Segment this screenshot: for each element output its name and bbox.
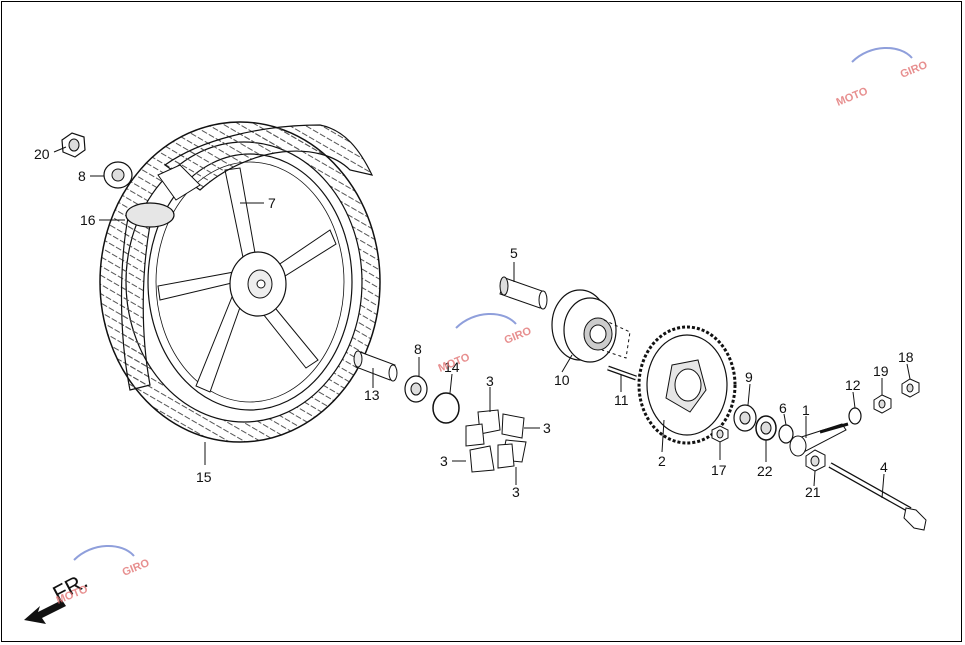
nut-17 bbox=[711, 425, 729, 443]
callout-8b: 8 bbox=[414, 341, 422, 357]
callout-19: 19 bbox=[873, 363, 889, 379]
callout-5: 5 bbox=[510, 245, 518, 261]
watermark-logo-text: MOTO bbox=[835, 85, 870, 109]
callout-9: 9 bbox=[745, 369, 753, 385]
callout-6: 6 bbox=[779, 400, 787, 416]
callout-18: 18 bbox=[898, 349, 914, 365]
rear-axle-4 bbox=[828, 462, 927, 531]
sprocket-2 bbox=[637, 325, 737, 445]
bearing-8-middle bbox=[404, 375, 428, 403]
callout-3-bottom: 3 bbox=[512, 484, 520, 500]
bearing-8-left bbox=[103, 161, 133, 189]
callout-13: 13 bbox=[364, 387, 380, 403]
callout-17: 17 bbox=[711, 462, 727, 478]
callout-20: 20 bbox=[34, 146, 50, 162]
callout-3-top: 3 bbox=[486, 373, 494, 389]
callout-11: 11 bbox=[614, 392, 629, 408]
callout-10: 10 bbox=[554, 372, 570, 388]
callout-12: 12 bbox=[845, 377, 861, 393]
callout-4: 4 bbox=[880, 459, 888, 475]
axle-nut-20 bbox=[61, 132, 86, 158]
nut-19 bbox=[873, 394, 892, 414]
collar-5 bbox=[499, 276, 548, 310]
callout-14: 14 bbox=[444, 359, 460, 375]
callout-3-left: 3 bbox=[440, 453, 448, 469]
watermark-top-right: MOTO GIRO bbox=[835, 46, 930, 109]
callout-1: 1 bbox=[802, 402, 810, 418]
callout-3-right: 3 bbox=[543, 420, 551, 436]
callout-8a: 8 bbox=[78, 168, 86, 184]
o-ring-14 bbox=[432, 392, 460, 424]
damper-rubbers-3 bbox=[465, 409, 527, 473]
callout-15: 15 bbox=[196, 469, 212, 485]
watermark-logo-sub: GIRO bbox=[121, 557, 152, 579]
callout-leaders bbox=[53, 146, 911, 499]
spacer-13 bbox=[353, 350, 398, 382]
oil-seal-22 bbox=[755, 415, 777, 441]
nut-21 bbox=[805, 449, 826, 472]
rear-wheel-assembly bbox=[99, 121, 381, 443]
nut-18 bbox=[901, 378, 920, 398]
sprocket-carrier-10 bbox=[551, 289, 631, 363]
front-arrow-icon bbox=[24, 600, 66, 624]
washer-12 bbox=[848, 407, 862, 425]
callout-7: 7 bbox=[268, 195, 276, 211]
stud-bolt-11 bbox=[607, 365, 637, 381]
callout-22: 22 bbox=[757, 463, 773, 479]
watermark-center: MOTO GIRO bbox=[437, 312, 534, 375]
callout-21: 21 bbox=[805, 484, 821, 500]
watermark-logo-sub: GIRO bbox=[899, 59, 930, 81]
chain-adjuster-1 bbox=[789, 422, 849, 457]
callout-numbers: 20 8 16 7 15 5 8 14 13 10 3 3 3 3 11 2 9… bbox=[34, 146, 914, 500]
callout-2: 2 bbox=[658, 453, 666, 469]
inner-tube bbox=[120, 217, 151, 391]
watermark-logo-sub: GIRO bbox=[503, 325, 534, 347]
bearing-9 bbox=[733, 404, 757, 432]
callout-16: 16 bbox=[80, 212, 96, 228]
